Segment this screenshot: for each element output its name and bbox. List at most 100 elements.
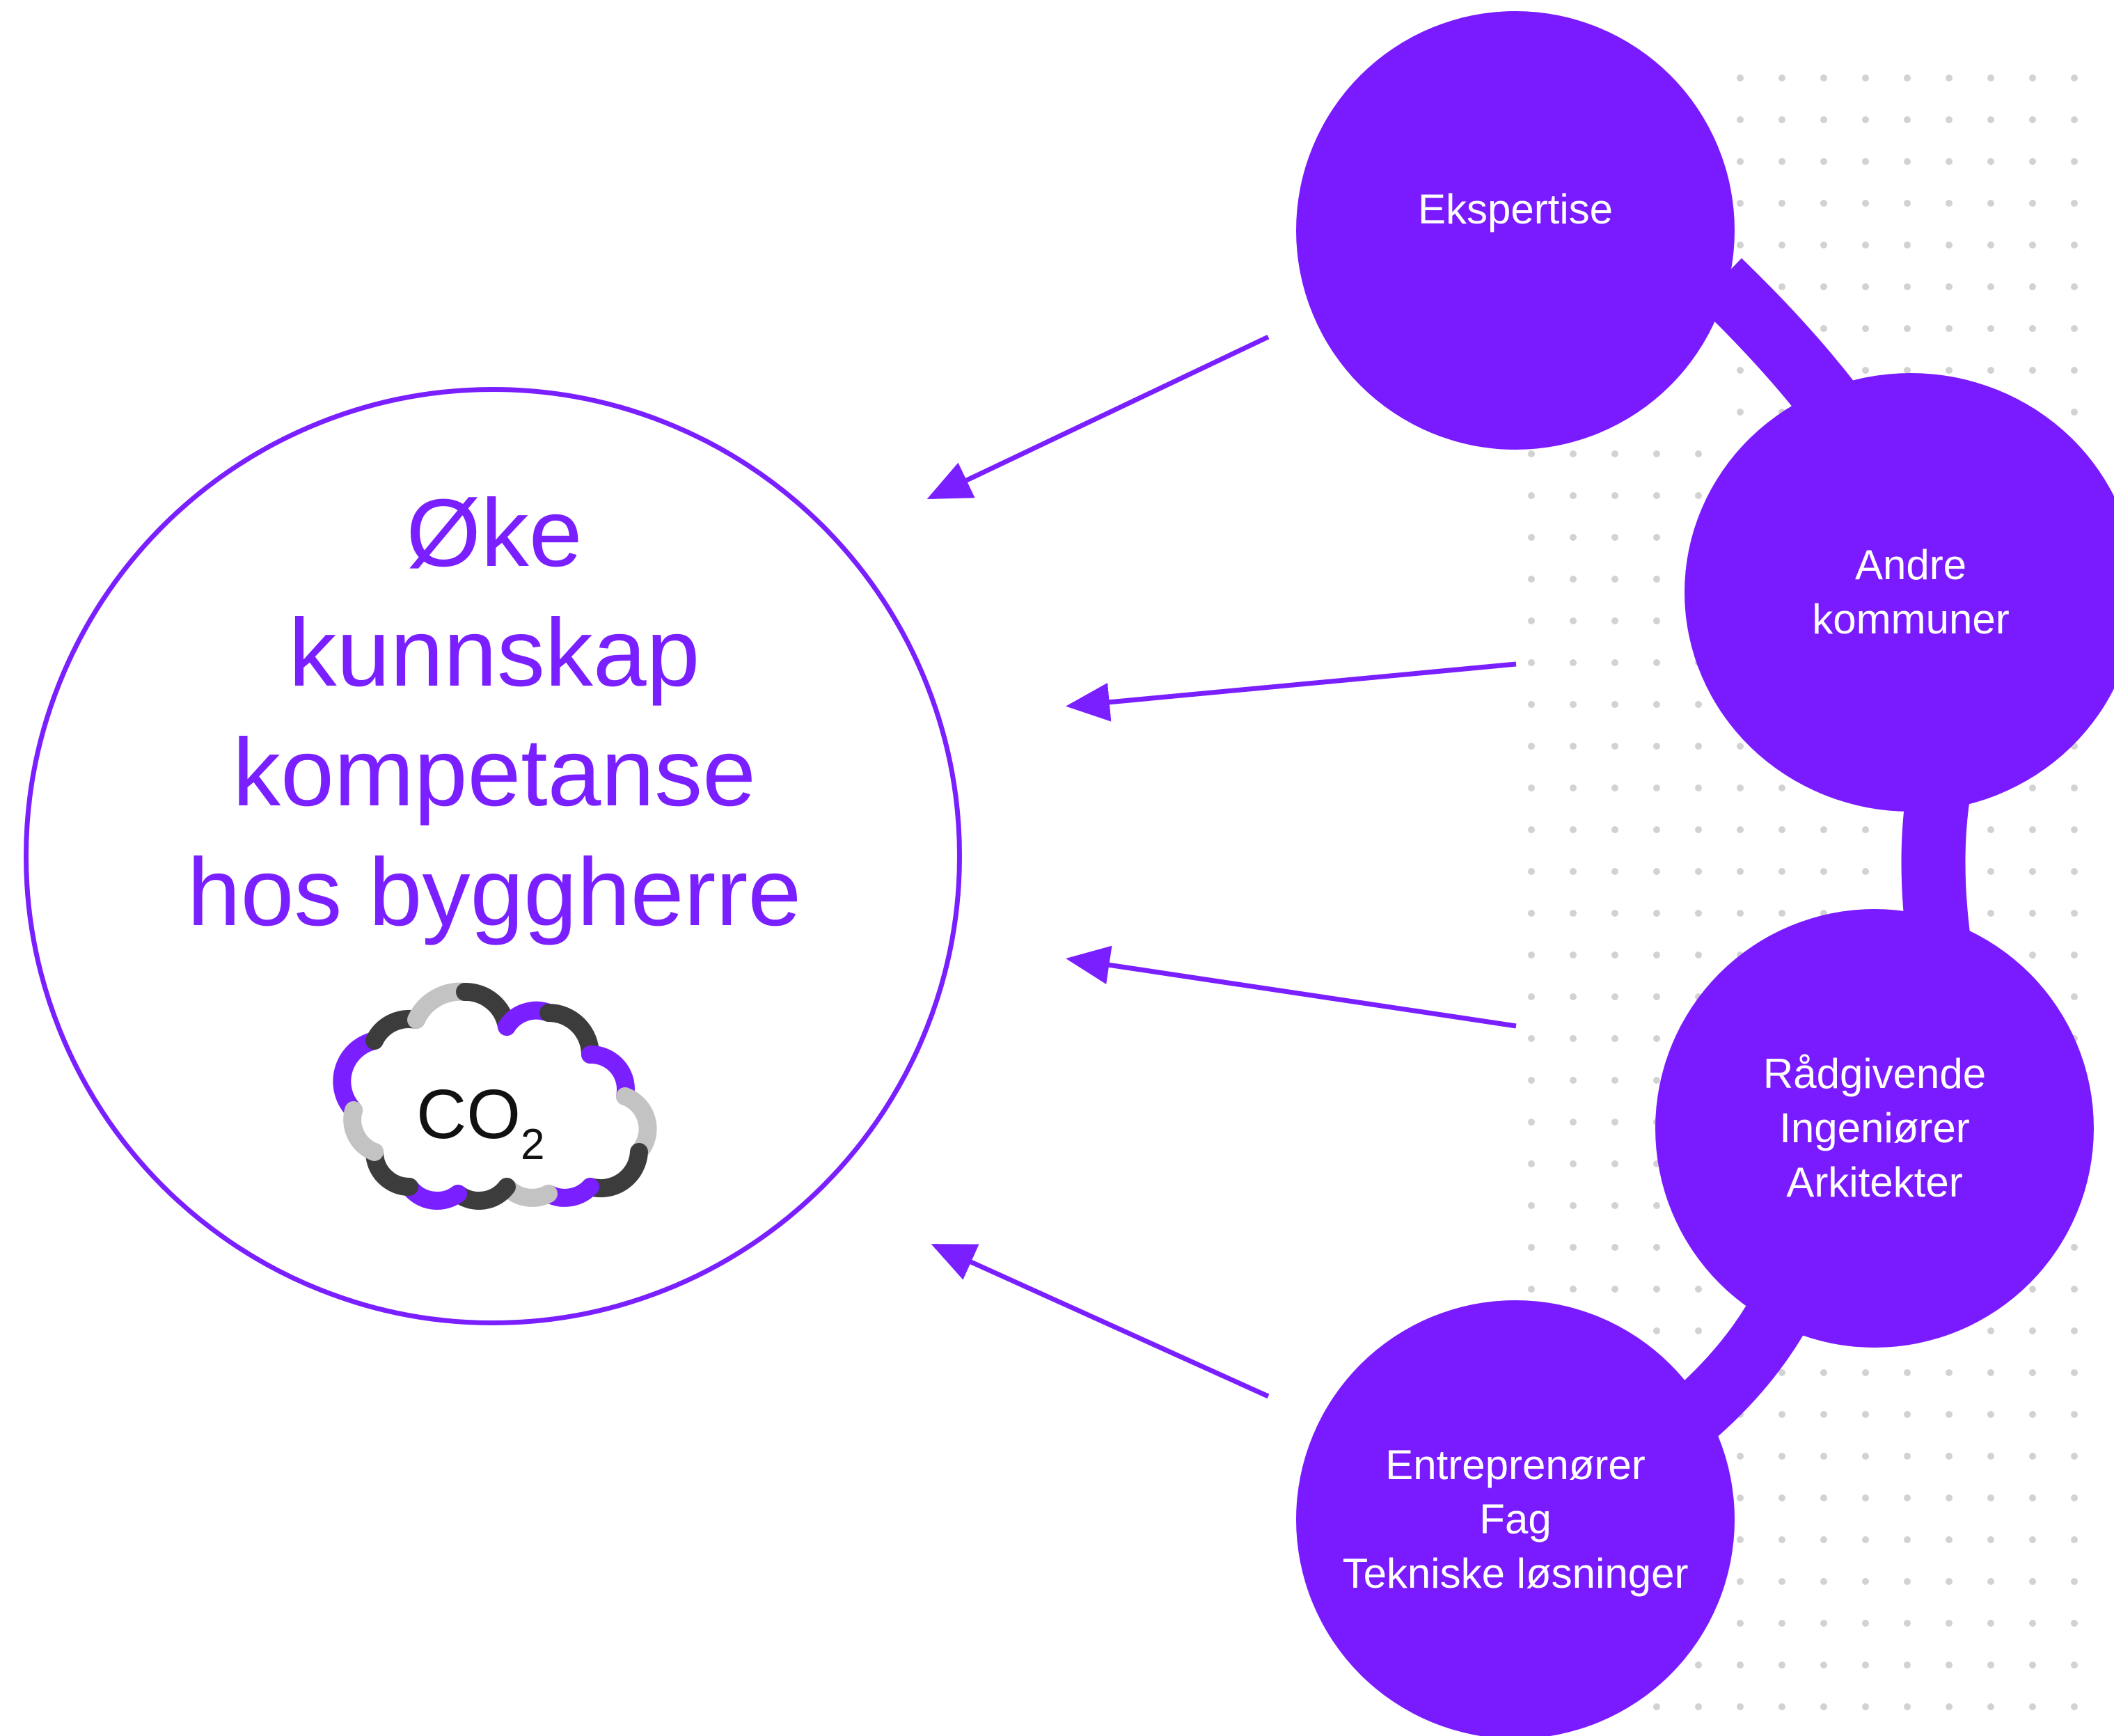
- background-dot: [1862, 200, 1869, 207]
- background-dot: [2071, 116, 2078, 123]
- node-ekspertise: Ekspertise: [1296, 11, 1735, 450]
- background-dot: [1946, 1578, 1953, 1585]
- background-dot: [1904, 1578, 1911, 1585]
- background-dot: [2029, 283, 2036, 290]
- background-dot: [1695, 743, 1702, 750]
- background-dot: [1820, 1662, 1827, 1668]
- background-dot: [1653, 701, 1660, 708]
- background-dot: [1778, 910, 1785, 917]
- background-dot: [1611, 952, 1618, 958]
- background-dot: [1570, 952, 1577, 958]
- goal-circle: [24, 387, 962, 1325]
- background-dot: [1904, 1411, 1911, 1418]
- background-dot: [1528, 701, 1535, 708]
- background-dot: [2071, 993, 2078, 1000]
- background-dot: [2029, 74, 2036, 81]
- background-dot: [1528, 492, 1535, 499]
- background-dot: [1528, 910, 1535, 917]
- background-dot: [1570, 576, 1577, 583]
- background-dot: [1737, 1703, 1744, 1710]
- background-dot: [1820, 325, 1827, 332]
- background-dot: [1611, 1035, 1618, 1042]
- background-dot: [1653, 1035, 1660, 1042]
- background-dot: [1653, 910, 1660, 917]
- background-dot: [2029, 1620, 2036, 1627]
- background-dot: [2029, 1286, 2036, 1293]
- background-dot: [1611, 826, 1618, 833]
- background-dot: [1611, 617, 1618, 624]
- background-dot: [1611, 1202, 1618, 1209]
- background-dot: [2029, 784, 2036, 791]
- background-dot: [1987, 1578, 1994, 1585]
- background-dot: [1904, 1620, 1911, 1627]
- goal-line-3: kompetanse: [232, 719, 756, 826]
- background-dot: [1528, 1160, 1535, 1167]
- background-dot: [1946, 283, 1953, 290]
- background-dot: [1653, 952, 1660, 958]
- background-dot: [1778, 1662, 1785, 1668]
- background-dot: [1653, 826, 1660, 833]
- background-dot: [2071, 868, 2078, 875]
- background-dot: [2071, 1369, 2078, 1376]
- background-dot: [1611, 868, 1618, 875]
- background-dot: [1695, 1703, 1702, 1710]
- background-dot: [1611, 993, 1618, 1000]
- background-dot: [1820, 158, 1827, 165]
- background-dot: [1820, 868, 1827, 875]
- node-andre-line-2: kommuner: [1812, 596, 2010, 642]
- background-dot: [1695, 952, 1702, 958]
- background-dot: [1904, 325, 1911, 332]
- goal-line-2: kunnskap: [288, 599, 700, 707]
- background-dot: [1778, 200, 1785, 207]
- background-dot: [1904, 116, 1911, 123]
- background-dot: [1528, 534, 1535, 541]
- background-dot: [1862, 116, 1869, 123]
- background-dot: [2029, 952, 2036, 958]
- background-dot: [1904, 1494, 1911, 1501]
- background-dot: [1653, 492, 1660, 499]
- background-dot: [1820, 242, 1827, 248]
- background-dot: [1778, 1578, 1785, 1585]
- background-dot: [2071, 242, 2078, 248]
- background-dot: [1946, 1453, 1953, 1460]
- background-dot: [1904, 74, 1911, 81]
- background-dot: [1820, 74, 1827, 81]
- background-dot: [1737, 1620, 1744, 1627]
- node-entreprenorer-line-1: Entreprenører: [1385, 1442, 1646, 1488]
- background-dot: [1820, 200, 1827, 207]
- background-dot: [1946, 116, 1953, 123]
- goal-line-4: hos byggherre: [187, 839, 802, 946]
- background-dot: [1695, 1327, 1702, 1334]
- background-dot: [1528, 1286, 1535, 1293]
- background-dot: [2029, 868, 2036, 875]
- background-dot: [1570, 993, 1577, 1000]
- background-dot: [1862, 325, 1869, 332]
- co2-label: CO2: [416, 1075, 544, 1169]
- background-dot: [1611, 1244, 1618, 1251]
- background-dot: [2029, 1578, 2036, 1585]
- background-dot: [1653, 1327, 1660, 1334]
- node-radgivende-line-3: Arkitekter: [1786, 1159, 1963, 1206]
- background-dot: [1695, 910, 1702, 917]
- background-dot: [1528, 826, 1535, 833]
- background-dot: [2071, 1662, 2078, 1668]
- background-dot: [2029, 367, 2036, 374]
- background-dot: [2029, 826, 2036, 833]
- background-dot: [1570, 743, 1577, 750]
- background-dot: [2029, 1536, 2036, 1543]
- background-dot: [1737, 1578, 1744, 1585]
- arrow-from-andre-kommuner: [1066, 661, 1517, 722]
- background-dot: [1778, 784, 1785, 791]
- background-dot: [2029, 325, 2036, 332]
- background-dot: [1904, 1703, 1911, 1710]
- background-dot: [1570, 826, 1577, 833]
- background-dot: [1778, 1411, 1785, 1418]
- background-dot: [2071, 952, 2078, 958]
- background-dot: [1987, 910, 1994, 917]
- background-dot: [1862, 1369, 1869, 1376]
- background-dot: [1653, 784, 1660, 791]
- background-dot: [1653, 1244, 1660, 1251]
- background-dot: [1528, 784, 1535, 791]
- background-dot: [1778, 1494, 1785, 1501]
- background-dot: [1946, 1620, 1953, 1627]
